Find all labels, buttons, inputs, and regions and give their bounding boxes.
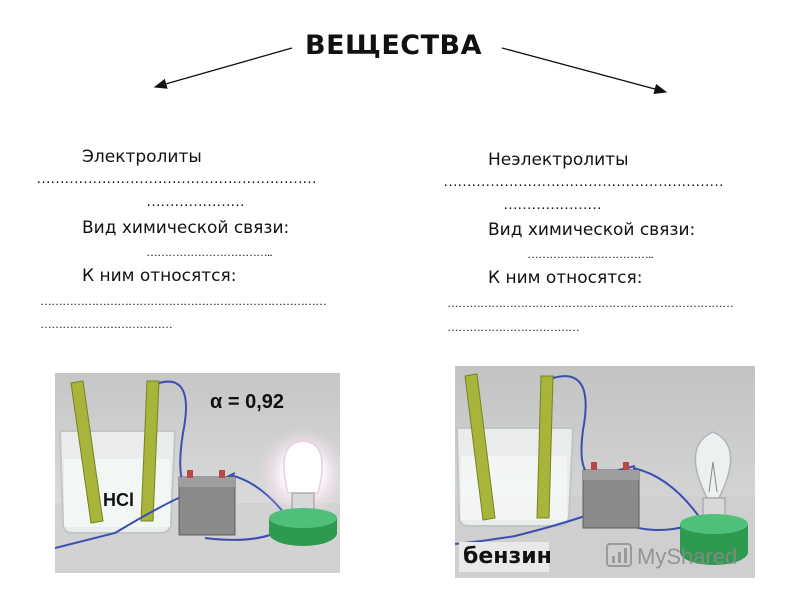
hcl-conductivity-photo: HCl α = 0,92 [55, 373, 340, 573]
page-title: ВЕЩЕСТВА [305, 30, 482, 61]
hcl-label: HCl [103, 490, 134, 510]
hcl-apparatus-illustration [55, 373, 340, 573]
nonelectrolytes-bond-label: Вид химической связи: [488, 220, 696, 240]
electrolytes-blank-2: ………………… [146, 193, 245, 210]
benzene-label-box [459, 542, 549, 572]
electrolytes-list-blank-2: ……………………………… [40, 317, 173, 331]
electrolytes-belong-label: К ним относятся: [82, 266, 237, 286]
nonelectrolytes-blank-2: ………………… [503, 196, 602, 213]
electrolytes-list-blank-1: …………………………………………………………………… [40, 294, 327, 308]
nonelectrolytes-list-blank-2: ……………………………… [447, 320, 580, 334]
split-arrows [153, 47, 668, 94]
nonelectrolytes-list-blank-1: …………………………………………………………………… [447, 296, 734, 310]
right-arrow [501, 47, 668, 94]
left-arrow [153, 47, 293, 89]
nonelectrolytes-blank-1: …………………………………………………… [443, 173, 724, 190]
dissociation-degree-label: α = 0,92 [210, 391, 285, 413]
electrolytes-bond-blank: …………………………….. [146, 245, 273, 259]
nonelectrolytes-bond-blank: …………………………….. [527, 247, 654, 261]
watermark-text: MyShared [637, 544, 738, 569]
myshared-logo-icon [606, 543, 632, 567]
benzene-conductivity-photo: бензин MyShared [455, 366, 755, 578]
benzene-label: бензин [463, 544, 552, 569]
electrolytes-bond-label: Вид химической связи: [82, 218, 290, 238]
nonelectrolytes-heading: Неэлектролиты [488, 150, 629, 170]
nonelectrolytes-belong-label: К ним относятся: [488, 268, 643, 288]
electrolytes-blank-1: …………………………………………………… [36, 170, 317, 187]
electrolytes-heading: Электролиты [82, 147, 202, 167]
